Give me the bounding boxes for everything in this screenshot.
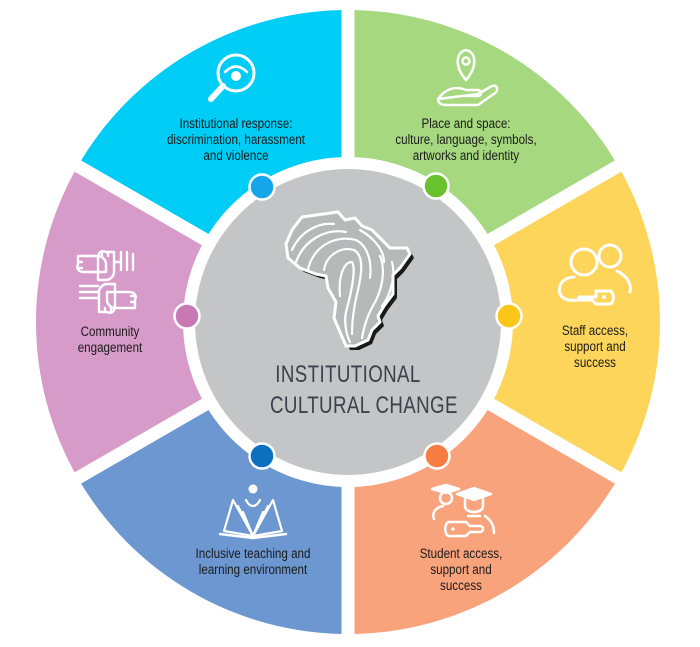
connector-dots [173, 172, 523, 470]
label-line: Place and space: [421, 116, 511, 131]
segment-community-engagement [35, 166, 207, 478]
label-line: Student access, [419, 546, 503, 561]
center-title-line-1: INSTITUTIONAL [275, 361, 421, 388]
label-institutional-response: Institutional response: discrimination, … [141, 116, 330, 164]
label-line: support and [564, 339, 626, 354]
center-title: INSTITUTIONAL CULTURAL CHANGE [270, 359, 458, 421]
label-place-and-space: Place and space: culture, language, symb… [371, 116, 560, 164]
label-line: artworks and identity [412, 148, 520, 163]
africa-fingerprint-icon [284, 210, 414, 350]
dot-student-access [423, 442, 451, 470]
label-line: discrimination, harassment [166, 132, 306, 147]
dot-institutional-response [248, 173, 276, 201]
label-line: Institutional response: [179, 116, 293, 131]
label-line: Community [80, 324, 140, 339]
graduates-key-icon [430, 483, 496, 538]
label-line: learning environment [198, 562, 308, 577]
label-community-engagement: Community engagement [58, 324, 161, 356]
label-line: engagement [77, 340, 143, 355]
label-line: and violence [203, 148, 269, 163]
dot-place-and-space [422, 172, 450, 200]
label-line: culture, language, symbols, [395, 132, 537, 147]
dot-inclusive-teaching [248, 442, 276, 470]
segment-place-and-space [348, 10, 619, 241]
label-staff-access: Staff access, support and success [535, 323, 655, 371]
label-student-access: Student access, support and success [401, 546, 521, 594]
magnifier-eye-icon [208, 53, 256, 102]
label-line: success [574, 355, 616, 370]
segment-institutional-response [77, 10, 349, 241]
open-book-person-icon [218, 484, 288, 540]
dot-community-engagement [173, 302, 201, 330]
label-line: success [440, 578, 482, 593]
label-line: support and [430, 562, 492, 577]
center-title-line-2: CULTURAL CHANGE [270, 392, 458, 419]
label-line: Inclusive teaching and [195, 546, 311, 561]
segment-student-access [348, 403, 619, 634]
segment-staff-access [489, 166, 661, 478]
dot-staff-access [495, 302, 523, 330]
people-key-icon [557, 243, 632, 306]
label-line: Staff access, [561, 323, 629, 338]
hand-location-pin-icon [436, 48, 499, 107]
joined-hands-icon [76, 250, 137, 314]
segment-inclusive-teaching [77, 403, 349, 634]
label-inclusive-teaching: Inclusive teaching and learning environm… [176, 546, 331, 578]
